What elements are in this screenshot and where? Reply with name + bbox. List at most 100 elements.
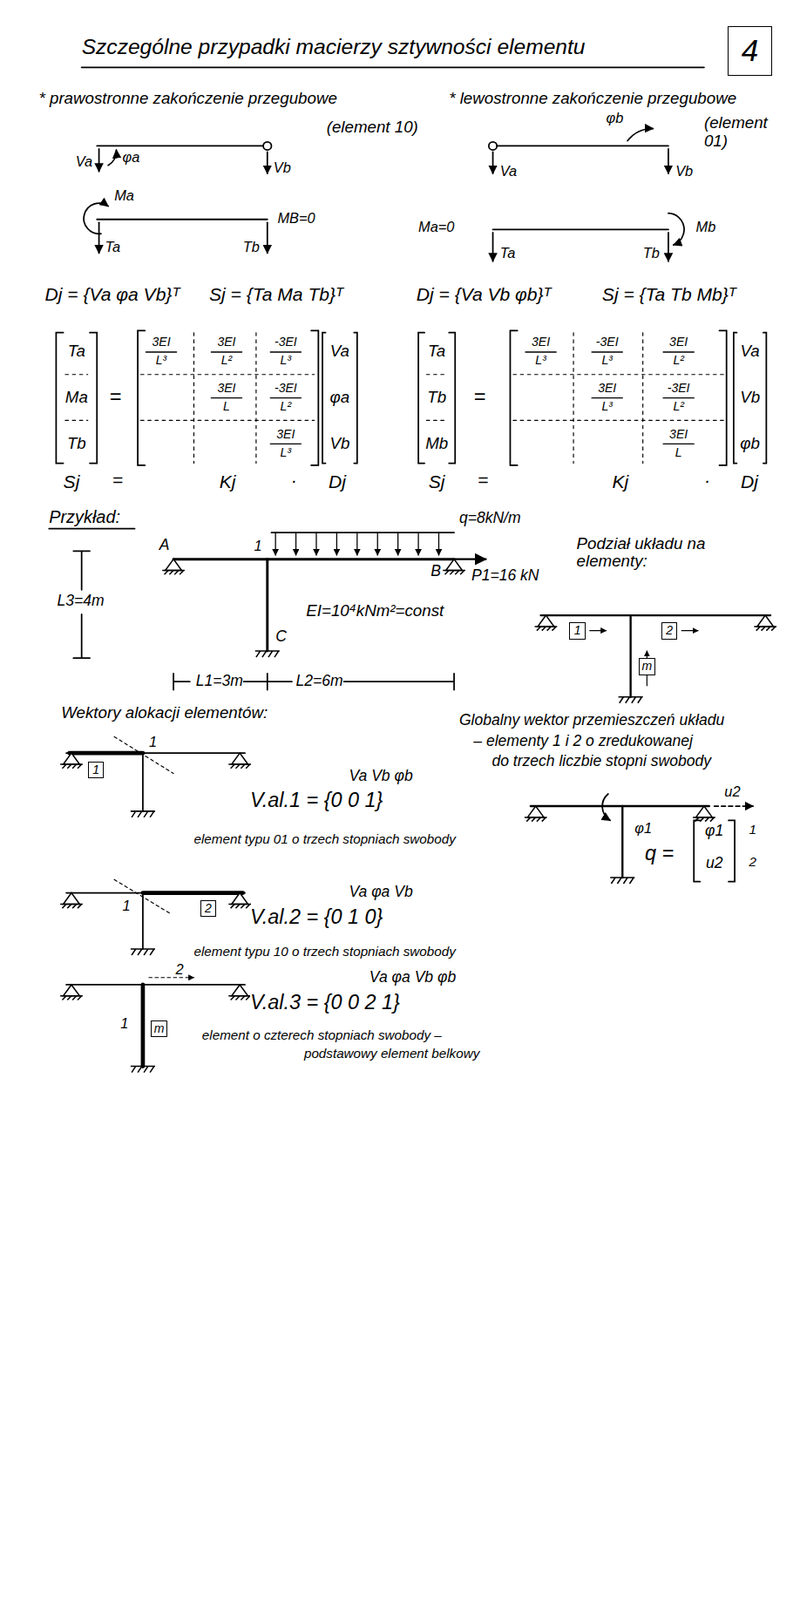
note-text: q =: [644, 842, 674, 866]
note-text: Dj = {Va φa Vb}ᵀ: [45, 284, 180, 305]
note-text: Vb: [329, 434, 350, 454]
note-text: Va: [330, 342, 350, 361]
element-number-box: 1: [569, 622, 586, 639]
note-text: Va: [500, 162, 517, 179]
note-text: Sj = {Ta Ma Tb}ᵀ: [209, 284, 343, 305]
note-text: Wektory alokacji elementów:: [61, 704, 268, 723]
element-number-box: 1: [88, 761, 105, 779]
note-text: Ta: [427, 342, 446, 361]
note-text: podstawowy element belkowy: [304, 1046, 480, 1062]
note-text: Ma: [114, 187, 135, 204]
note-text: P1=16 kN: [471, 567, 540, 584]
note-text: L3=4m: [57, 592, 105, 610]
note-text: Sj = {Ta Tb Mb}ᵀ: [602, 284, 736, 305]
note-text: * lewostronne zakończenie przegubowe: [448, 89, 737, 109]
note-text: L³: [280, 446, 292, 460]
note-text: element typu 10 o trzech stopniach swobo…: [193, 944, 455, 960]
note-text: 1: [120, 1015, 129, 1031]
note-text: u2: [724, 783, 740, 800]
note-text: φb: [739, 434, 760, 454]
element-number-box: 2: [200, 900, 217, 917]
note-text: C: [275, 628, 287, 645]
note-text: Ta: [67, 342, 86, 361]
note-text: (element 10): [326, 118, 419, 137]
note-text: φ1: [634, 820, 652, 836]
note-text: L²: [221, 353, 233, 367]
node-text: 1: [574, 623, 582, 638]
note-text: Globalny wektor przemieszczeń układu: [459, 711, 725, 729]
note-text: L²: [672, 353, 685, 367]
note-text: 2: [748, 854, 756, 870]
note-text: L³: [601, 353, 613, 367]
note-text: B: [430, 562, 441, 580]
page-number-box: 4: [727, 26, 773, 75]
note-text: L: [223, 400, 231, 414]
note-text: φb: [606, 109, 624, 126]
node-text: 2: [665, 623, 673, 638]
note-text: Kj: [219, 471, 237, 492]
note-text: EI=10⁴kNm²=const: [305, 602, 444, 621]
note-text: L³: [155, 353, 168, 367]
note-text: 1: [748, 822, 756, 838]
note-text: L2=6m: [296, 672, 344, 690]
note-text: 3EI: [597, 381, 617, 395]
note-text: Ta: [500, 244, 516, 261]
note-text: L³: [601, 400, 613, 414]
note-text: Tb: [643, 244, 660, 261]
note-text: (element 01): [704, 114, 787, 150]
note-text: Mb: [696, 218, 717, 235]
note-text: -3EI: [274, 381, 298, 395]
note-text: L³: [535, 353, 547, 367]
note-text: Ta: [105, 238, 122, 255]
node-text: m: [154, 1022, 165, 1036]
node-text: 1: [92, 763, 100, 777]
note-text: q=8kN/m: [459, 509, 522, 527]
note-text: Va: [75, 153, 93, 170]
note-text: 3EI: [669, 427, 688, 441]
note-text: Tb: [67, 434, 87, 454]
note-text: 2: [175, 961, 184, 977]
note-text: Ma=0: [418, 218, 455, 235]
note-text: Vb: [739, 388, 760, 407]
note-text: u2: [705, 854, 724, 872]
note-text: Dj: [740, 471, 759, 492]
node-text: m: [642, 659, 653, 673]
note-text: -3EI: [596, 335, 619, 349]
note-text: Tb: [243, 238, 260, 255]
note-text: Dj = {Va Vb φb}ᵀ: [416, 284, 551, 305]
note-text: φa: [330, 388, 351, 407]
note-text: Tb: [427, 388, 447, 407]
note-text: =: [477, 469, 489, 490]
note-text: Vb: [273, 159, 292, 176]
note-text: Va Vb φb: [348, 767, 413, 785]
note-text: Va: [740, 342, 760, 361]
note-text: 3EI: [276, 427, 295, 441]
note-text: V.al.3 = {0 0 2 1}: [250, 991, 400, 1015]
note-text: V.al.1 = {0 0 1}: [250, 789, 383, 813]
note-text: ·: [704, 469, 711, 490]
note-text: L³: [280, 353, 292, 367]
note-text: MB=0: [277, 210, 315, 226]
note-text: A: [159, 536, 170, 554]
note-text: * prawostronne zakończenie przegubowe: [38, 89, 337, 109]
note-text: =: [112, 469, 123, 490]
note-text: Ma: [65, 388, 89, 407]
note-text: =: [473, 386, 486, 409]
note-text: 3EI: [151, 335, 170, 349]
note-text: =: [108, 386, 122, 409]
note-text: Mb: [425, 434, 448, 454]
note-text: – elementy 1 i 2 o zredukowanej: [473, 732, 693, 750]
note-text: element o czterech stopniach swobody –: [202, 1028, 442, 1044]
note-text: -3EI: [667, 381, 691, 395]
note-text: 1: [254, 537, 263, 554]
note-text: Sj: [63, 471, 81, 492]
note-text: L²: [672, 400, 685, 414]
note-text: 3EI: [531, 335, 550, 349]
note-text: 3EI: [216, 381, 236, 395]
note-text: Podział układu na elementy:: [576, 535, 731, 571]
note-text: L²: [280, 400, 292, 414]
note-text: L1=3m: [196, 672, 244, 690]
note-text: Sj: [428, 471, 446, 492]
note-text: φa: [122, 149, 141, 165]
note-text: 3EI: [216, 335, 236, 349]
